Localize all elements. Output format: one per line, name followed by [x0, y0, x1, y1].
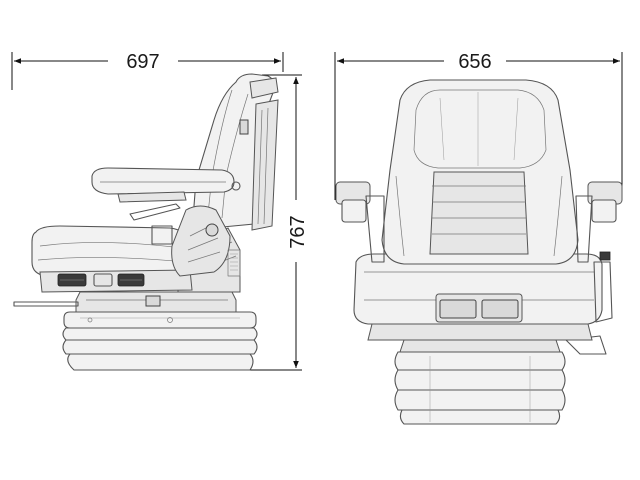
- front-view: 656: [334, 51, 623, 425]
- side-width-dimension: 697: [11, 51, 284, 90]
- side-suspension-base: [62, 311, 258, 371]
- side-backrest: [193, 73, 279, 231]
- side-armrest: [91, 167, 241, 203]
- side-width-label: 697: [126, 51, 159, 73]
- side-height-dimension: 767: [232, 74, 309, 371]
- front-width-label: 656: [458, 51, 491, 73]
- front-seat-pan: [353, 251, 613, 341]
- side-view: 697 767: [11, 51, 309, 371]
- side-controls: [129, 203, 241, 277]
- front-armrest-left: [335, 181, 385, 263]
- front-armrest-right: [575, 181, 623, 263]
- front-backrest: [381, 79, 579, 265]
- front-width-dimension: 656: [334, 51, 623, 200]
- side-seat-cushion: [31, 225, 193, 293]
- side-height-label: 767: [287, 215, 309, 248]
- front-suspension-base: [394, 335, 607, 425]
